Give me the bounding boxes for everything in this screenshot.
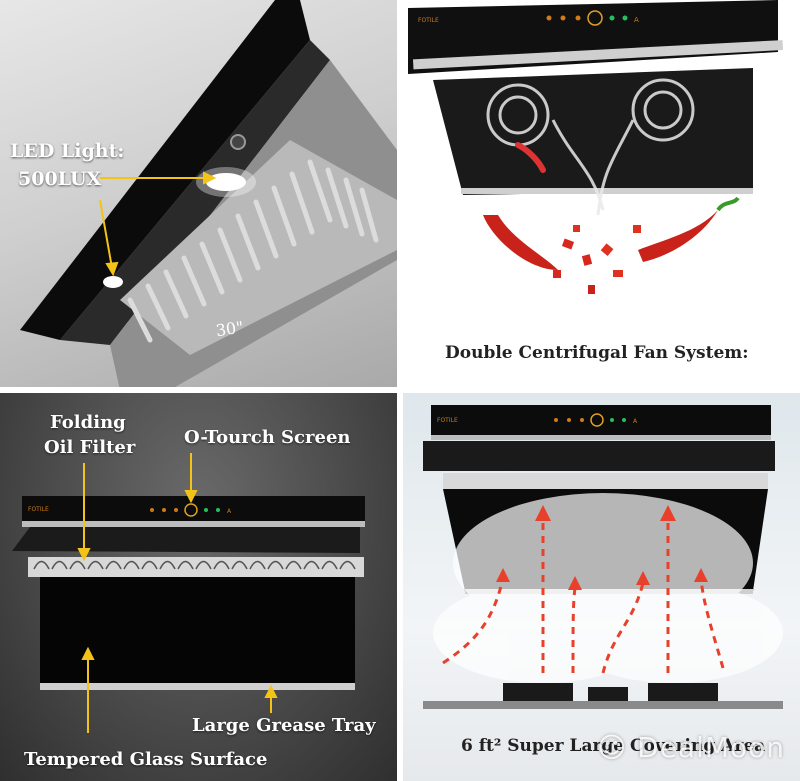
svg-text:A: A [633,418,638,425]
brand-mark-parts: FOTILE [28,506,49,513]
brand-mark: FOTILE [418,17,439,24]
width-mark: 30" [215,317,245,340]
panel-led-light: 30" LED Light: 500LUX [0,0,397,387]
fan-illustration: A FOTILE [408,0,784,294]
screen-label: O-Tourch Screen [184,427,351,448]
fan-caption: Double Centrifugal Fan System: [445,343,749,363]
watermark-text: DealMoon [637,731,785,764]
control-panel [22,496,365,521]
parts-illustration: FOTILE A [12,453,365,733]
coverage-hood-top [431,405,771,435]
glass-label: Tempered Glass Surface [24,749,268,770]
hood-glass-panel [20,0,310,340]
airflow-arrows [442,518,725,674]
hood-sensor [230,134,246,150]
stove-burners [503,683,718,701]
coverage-illustration: FOTILE A [423,405,783,709]
folding-label-line1: Folding [50,412,126,433]
brand-mark-coverage: FOTILE [437,417,458,424]
led-pointer-arrows [99,171,217,277]
grease-label: Large Grease Tray [192,715,376,736]
panel-coverage: FOTILE A [403,393,800,781]
hood-grille [127,159,379,343]
dealmoon-logo-icon: ☺ [597,731,638,764]
hood-body [433,68,753,195]
touch-screen-icon [184,503,198,517]
svg-text:A: A [634,16,639,24]
folding-label-line2: Oil Filter [44,437,136,458]
led-light-lower [103,276,123,288]
led-label-line1: LED Light: [10,140,125,162]
svg-text:A: A [227,508,232,515]
grease-tray [40,683,355,690]
led-label-line2: 500LUX [18,168,102,190]
stove-top [423,701,783,709]
airflow-arrowheads [496,505,708,590]
panel-fan-system: A FOTILE Double Cent [403,0,800,387]
led-hood-illustration: 30" [20,0,397,387]
coverage-caption: 6 ft² Super Large Covering Area [461,736,766,756]
steam-cloud [433,493,783,683]
watermark: ☺ DealMoon [597,731,785,764]
chili-peppers [483,142,740,294]
tempered-glass [40,577,355,687]
led-light-upper [206,173,246,191]
oil-filter [28,557,364,577]
panel-hood-parts: FOTILE A Folding Oil Filter O [0,393,397,781]
power-button-icon [587,10,603,26]
parts-pointer-arrows [77,453,278,733]
